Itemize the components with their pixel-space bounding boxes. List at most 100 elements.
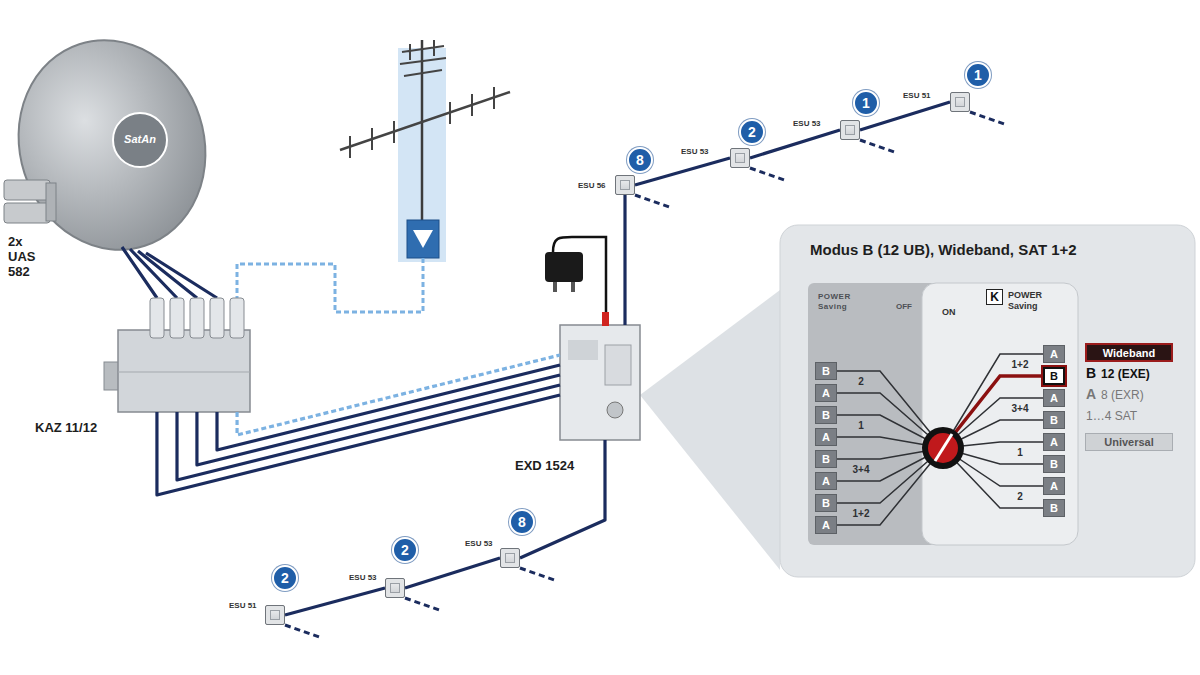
antenna-mast bbox=[421, 40, 424, 222]
position-label: 2 bbox=[846, 376, 876, 388]
antenna-amplifier bbox=[407, 220, 439, 258]
body-line bbox=[118, 372, 250, 373]
key-letter: A bbox=[1086, 386, 1096, 402]
switch-position-box: B bbox=[815, 406, 837, 424]
position-label: 1 bbox=[1003, 447, 1037, 459]
key-text: 12 (EXE) bbox=[1101, 367, 1150, 381]
exd-detail bbox=[605, 345, 631, 385]
outlet-label: ESU 53 bbox=[681, 147, 709, 157]
position-label: 1 bbox=[846, 420, 876, 432]
outlet-label: ESU 51 bbox=[229, 601, 257, 611]
key-text: 1…4 SAT bbox=[1086, 409, 1137, 423]
position-label: 1+2 bbox=[1003, 359, 1037, 371]
switch-caption: POWER Saving bbox=[818, 292, 854, 312]
position-letter: A bbox=[1050, 348, 1058, 360]
power-adapter bbox=[545, 252, 583, 282]
position-letter: A bbox=[1050, 392, 1058, 404]
outlet-label: ESU 53 bbox=[349, 573, 377, 583]
plug-pin bbox=[571, 282, 575, 292]
callout-number: 1 bbox=[862, 95, 870, 111]
switch-position-box: B bbox=[1043, 367, 1065, 385]
coax-cable bbox=[177, 385, 560, 480]
position-letter: B bbox=[1050, 370, 1058, 382]
switch-position-box: A bbox=[1043, 389, 1065, 407]
switch-position-box: B bbox=[1043, 499, 1065, 517]
position-letter: B bbox=[1050, 414, 1058, 426]
wall-outlet: ESU 53 bbox=[500, 548, 520, 568]
position-letter: B bbox=[822, 409, 830, 421]
switch-side-off: POWER SavingOFFBABABABA bbox=[808, 283, 965, 545]
callout-number: 1 bbox=[974, 67, 982, 83]
dish-logo bbox=[113, 113, 167, 167]
coax-cable bbox=[217, 365, 560, 450]
switch-position-box: A bbox=[1043, 477, 1065, 495]
switch-wiring bbox=[943, 354, 1043, 508]
key-text: 8 (EXR) bbox=[1101, 388, 1144, 402]
switch-side-on: ONPOWER SavingABABABAB bbox=[922, 283, 1078, 545]
switch-position-box: A bbox=[815, 384, 837, 402]
antenna-boom bbox=[340, 92, 510, 150]
switch-position-box: A bbox=[1043, 345, 1065, 363]
wall-outlet: ESU 53 bbox=[730, 148, 750, 168]
dish-group bbox=[0, 16, 232, 274]
multiswitch: KAZ 11/12 bbox=[118, 298, 250, 412]
terrestrial-cable bbox=[237, 258, 423, 312]
callout-number: 8 bbox=[636, 152, 644, 168]
coupler bbox=[170, 298, 184, 338]
callout-number: 2 bbox=[748, 124, 756, 140]
position-letter: A bbox=[1050, 480, 1058, 492]
mode-box: Universal bbox=[1085, 433, 1173, 451]
switch-position-box: A bbox=[815, 428, 837, 446]
callout-circle: 2 bbox=[272, 565, 298, 591]
satellite-dish bbox=[0, 16, 232, 274]
position-letter: A bbox=[822, 387, 830, 399]
on-side-ground bbox=[922, 283, 1078, 545]
switch-caption: ON bbox=[942, 307, 956, 317]
panel-title: Modus B (12 UB), Wideband, SAT 1+2 bbox=[810, 241, 1077, 258]
position-letter: A bbox=[822, 519, 830, 531]
switch-caption: OFF bbox=[896, 302, 912, 312]
switch-position-box: A bbox=[1043, 433, 1065, 451]
power-connector bbox=[602, 312, 609, 326]
wall-outlet: ESU 53 bbox=[385, 578, 405, 598]
coupler bbox=[190, 298, 204, 338]
position-letter: B bbox=[822, 453, 830, 465]
callout-circle: 1 bbox=[965, 62, 991, 88]
outlet-label: ESU 51 bbox=[903, 91, 931, 101]
callout-number: 8 bbox=[518, 514, 526, 530]
amplifier-symbol bbox=[413, 230, 433, 248]
coax-cable bbox=[623, 195, 626, 325]
position-label: 3+4 bbox=[846, 464, 876, 476]
switch-position-box: B bbox=[1043, 411, 1065, 429]
switch-caption: POWER Saving bbox=[1008, 290, 1058, 312]
mode-text: Wideband bbox=[1103, 347, 1155, 359]
callout-circle: 2 bbox=[392, 537, 418, 563]
multiswitch-body bbox=[118, 330, 250, 412]
amplifier-device: EXD 1524 bbox=[560, 325, 640, 440]
lnb bbox=[4, 180, 50, 200]
exd-knob bbox=[607, 402, 623, 418]
coax-cable bbox=[520, 440, 605, 558]
plug-pin bbox=[553, 282, 557, 292]
wall-outlet: ESU 51 bbox=[265, 605, 285, 625]
switch-position-box: A bbox=[815, 472, 837, 490]
coupler bbox=[230, 298, 244, 338]
switch-position-box: B bbox=[815, 362, 837, 380]
exd-body bbox=[560, 325, 640, 440]
antenna-elements bbox=[350, 87, 494, 158]
lnb-holder bbox=[46, 183, 56, 221]
mode-text: Universal bbox=[1104, 436, 1154, 448]
position-letter: A bbox=[822, 431, 830, 443]
rotary-switch bbox=[922, 427, 964, 469]
position-letter: A bbox=[1050, 436, 1058, 448]
logo-mark: K bbox=[986, 289, 1003, 305]
callout-number: 2 bbox=[401, 542, 409, 558]
coupler bbox=[150, 298, 164, 338]
exd-detail bbox=[568, 340, 598, 360]
panel-ground bbox=[780, 225, 1195, 577]
position-letter: B bbox=[1050, 502, 1058, 514]
switch-position-box: B bbox=[815, 494, 837, 512]
antenna-elements bbox=[400, 40, 446, 76]
